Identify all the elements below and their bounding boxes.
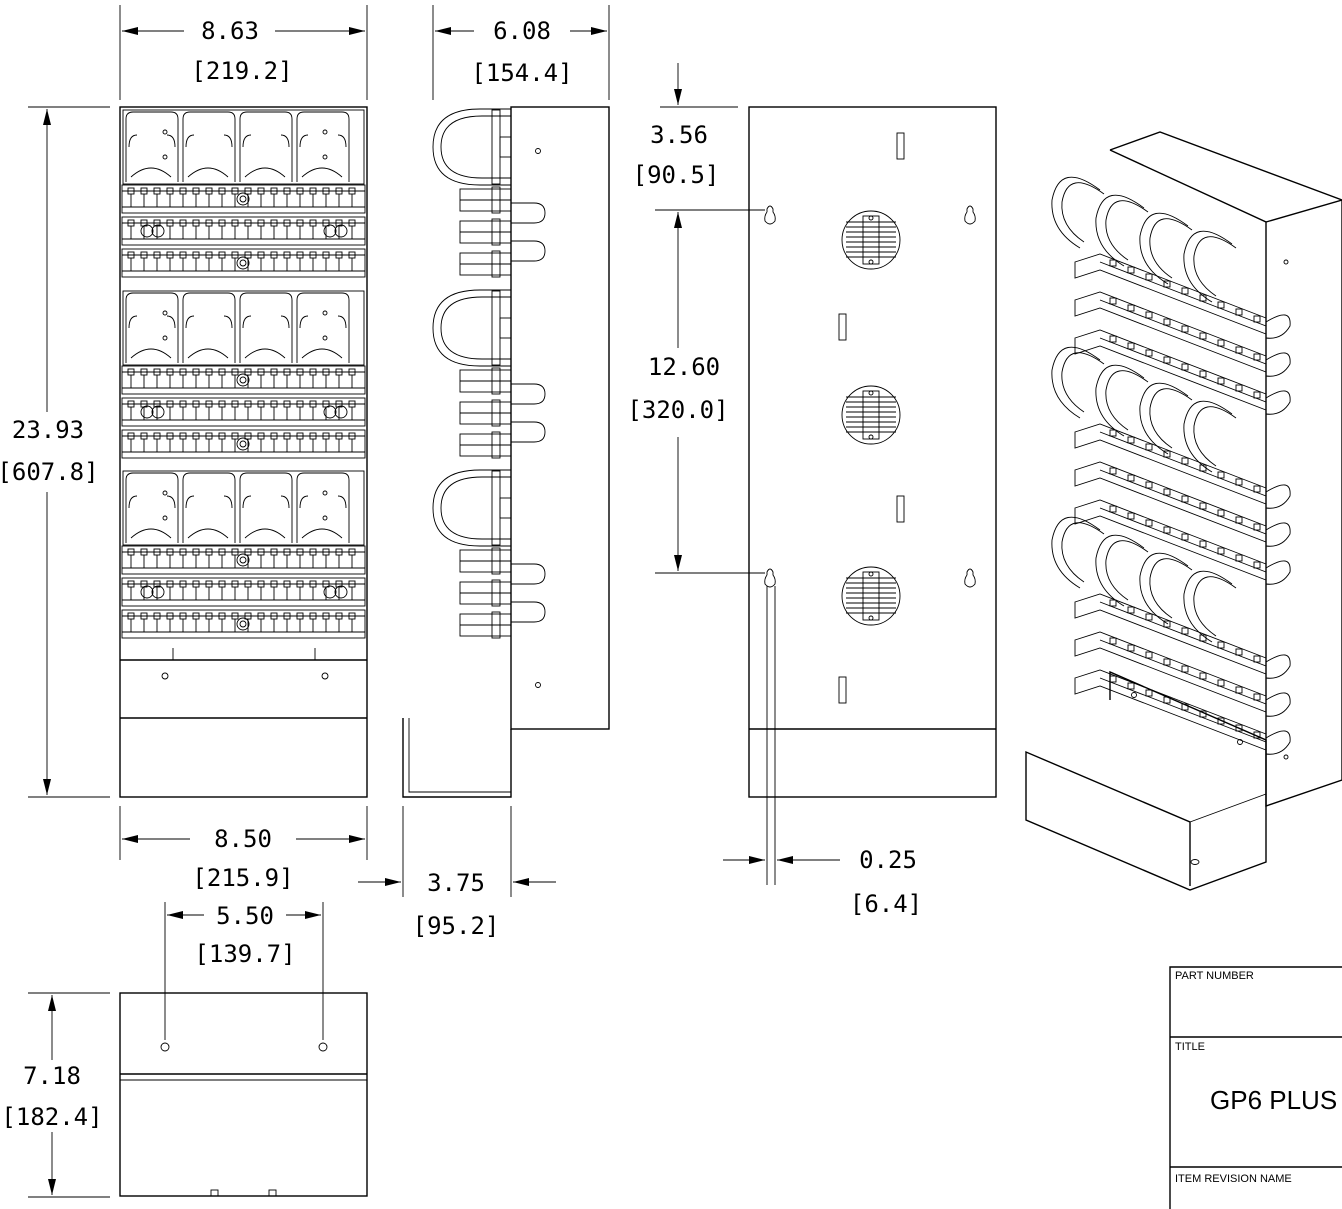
dim-keyhole-width-in: 0.25 — [859, 846, 917, 874]
iso-bay — [1051, 176, 1291, 415]
dim-front-width-mm: [219.2] — [191, 57, 292, 85]
cable-ring-tray — [122, 109, 365, 185]
iso-bay — [1051, 516, 1291, 755]
dim-top-offset-in: 3.56 — [650, 121, 708, 149]
keyhole-icon — [764, 568, 776, 588]
connector-rail — [121, 429, 366, 459]
side-cable-ring — [432, 108, 546, 278]
side-cable-ring — [432, 469, 546, 639]
connector-rail — [121, 609, 366, 639]
side-view — [402, 106, 610, 798]
dim-bottom-depth-in: 7.18 — [23, 1062, 81, 1090]
cable-ring-tray — [122, 290, 365, 366]
bottom-view — [119, 992, 368, 1197]
title-value: GP6 PLUS — [1210, 1085, 1337, 1115]
keyhole-icon — [964, 568, 976, 588]
connector-rail — [121, 365, 366, 395]
front-view — [119, 106, 368, 798]
dim-overall-height-in: 23.93 — [12, 416, 84, 444]
connector-rail — [121, 577, 366, 607]
connector-rail — [121, 184, 366, 214]
dim-hole-spacing-in: 5.50 — [216, 902, 274, 930]
dim-keyhole-spacing-in: 12.60 — [648, 353, 720, 381]
dim-keyhole-spacing-mm: [320.0] — [627, 396, 728, 424]
dim-base-width-mm: [215.9] — [192, 864, 293, 892]
dimension-text: 8.63 [219.2] 6.08 [154.4] 3.56 [90.5] 12… — [0, 17, 922, 1131]
connector-rail — [121, 248, 366, 278]
keyhole-icon — [764, 205, 776, 225]
connector-rail — [121, 216, 366, 246]
dimension-lines — [28, 5, 840, 1198]
cable-grommet — [841, 566, 901, 626]
dim-keyhole-width-mm: [6.4] — [850, 890, 922, 918]
dim-side-depth-in: 6.08 — [493, 17, 551, 45]
connector-rail — [121, 397, 366, 427]
dim-top-offset-mm: [90.5] — [633, 161, 720, 189]
dim-base-depth-in: 3.75 — [427, 869, 485, 897]
part-number-label: PART NUMBER — [1175, 970, 1254, 982]
title-block: PART NUMBER TITLE GP6 PLUS ITEM REVISION… — [1169, 966, 1342, 1209]
title-label: TITLE — [1175, 1041, 1205, 1053]
item-revision-label: ITEM REVISION NAME — [1175, 1173, 1292, 1185]
keyhole-icon — [964, 205, 976, 225]
connector-rail — [121, 545, 366, 575]
isometric-view — [1025, 131, 1342, 891]
dim-base-width-in: 8.50 — [214, 825, 272, 853]
dim-side-depth-mm: [154.4] — [471, 59, 572, 87]
dim-hole-spacing-mm: [139.7] — [194, 940, 295, 968]
side-cable-ring — [432, 289, 546, 459]
dim-base-depth-mm: [95.2] — [413, 912, 500, 940]
dim-overall-height-mm: [607.8] — [0, 458, 99, 486]
dim-front-width-in: 8.63 — [201, 17, 259, 45]
cable-ring-tray — [122, 470, 365, 546]
back-view — [748, 106, 997, 885]
iso-bay — [1051, 346, 1291, 585]
cable-grommet — [841, 210, 901, 270]
cable-grommet — [841, 385, 901, 445]
dim-bottom-depth-mm: [182.4] — [1, 1103, 102, 1131]
